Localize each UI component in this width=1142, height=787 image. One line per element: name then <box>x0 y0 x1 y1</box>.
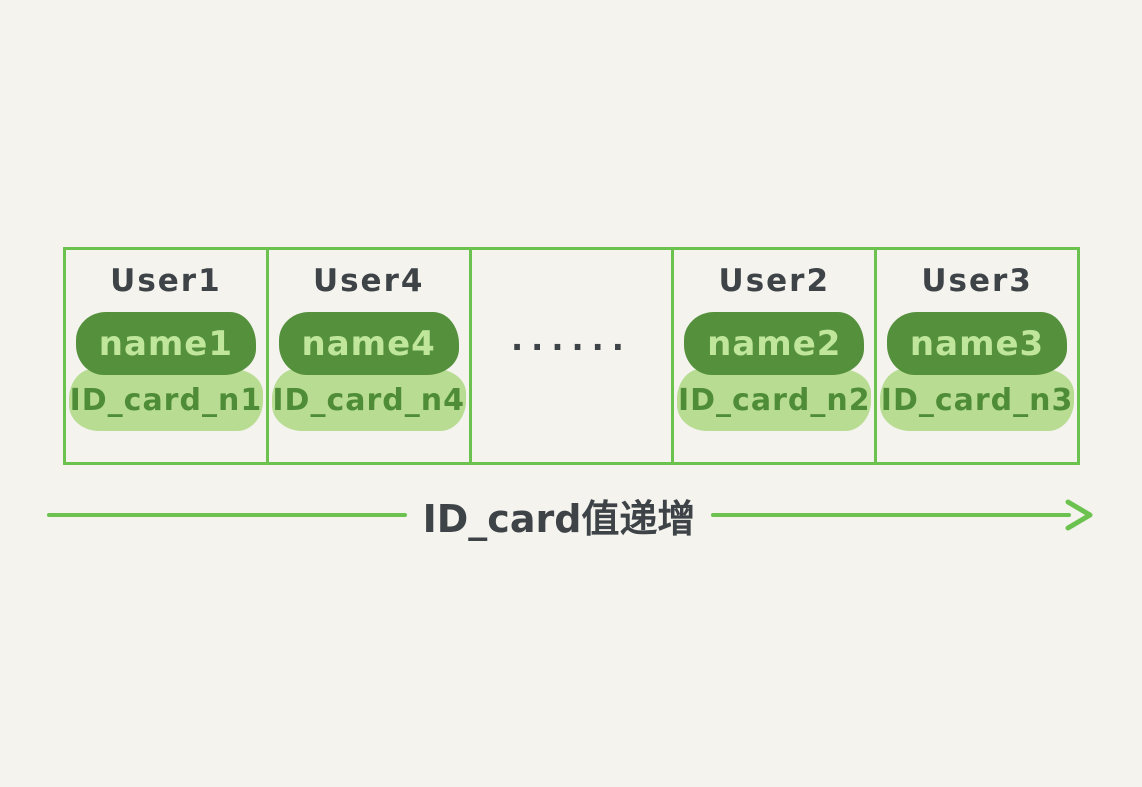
name-label: name1 <box>98 323 234 364</box>
id-card-axis: ID_card值递增 <box>47 486 1093 544</box>
name-pill: name3 <box>887 312 1067 375</box>
id-card-pill: ID_card_n1 <box>69 369 263 431</box>
name-label: name4 <box>301 323 436 364</box>
arrow-line-left <box>47 513 407 517</box>
name-pill: name2 <box>684 312 865 375</box>
user-table: User1 name1 ID_card_n1 User4 name4 ID_ca… <box>63 247 1080 465</box>
ellipsis-label: ······ <box>511 328 632 366</box>
arrow-line-right <box>711 513 1072 517</box>
id-card-label: ID_card_n3 <box>880 382 1074 418</box>
user-cell-2: User2 name2 ID_card_n2 <box>674 250 878 462</box>
name-pill: name4 <box>278 312 459 375</box>
name-label: name3 <box>909 323 1045 364</box>
ellipsis-cell: ······ <box>472 250 675 462</box>
id-card-label: ID_card_n1 <box>69 382 263 418</box>
arrow-head-icon <box>1065 498 1093 532</box>
user-title: User4 <box>312 263 425 299</box>
user-cell-1: User1 name1 ID_card_n1 <box>66 250 269 462</box>
id-card-pill: ID_card_n2 <box>677 369 872 431</box>
id-card-pill: ID_card_n4 <box>271 369 466 431</box>
user-cell-4: User4 name4 ID_card_n4 <box>269 250 472 462</box>
user-title: User2 <box>718 263 831 299</box>
name-label: name2 <box>707 323 842 364</box>
user-title: User3 <box>921 263 1033 299</box>
arrow-label: ID_card值递增 <box>422 496 696 541</box>
user-title: User1 <box>110 263 222 299</box>
id-card-pill: ID_card_n3 <box>880 369 1074 431</box>
id-card-label: ID_card_n2 <box>677 382 871 418</box>
name-pill: name1 <box>75 312 256 375</box>
id-card-label: ID_card_n4 <box>272 382 465 418</box>
user-cell-3: User3 name3 ID_card_n3 <box>877 250 1077 462</box>
